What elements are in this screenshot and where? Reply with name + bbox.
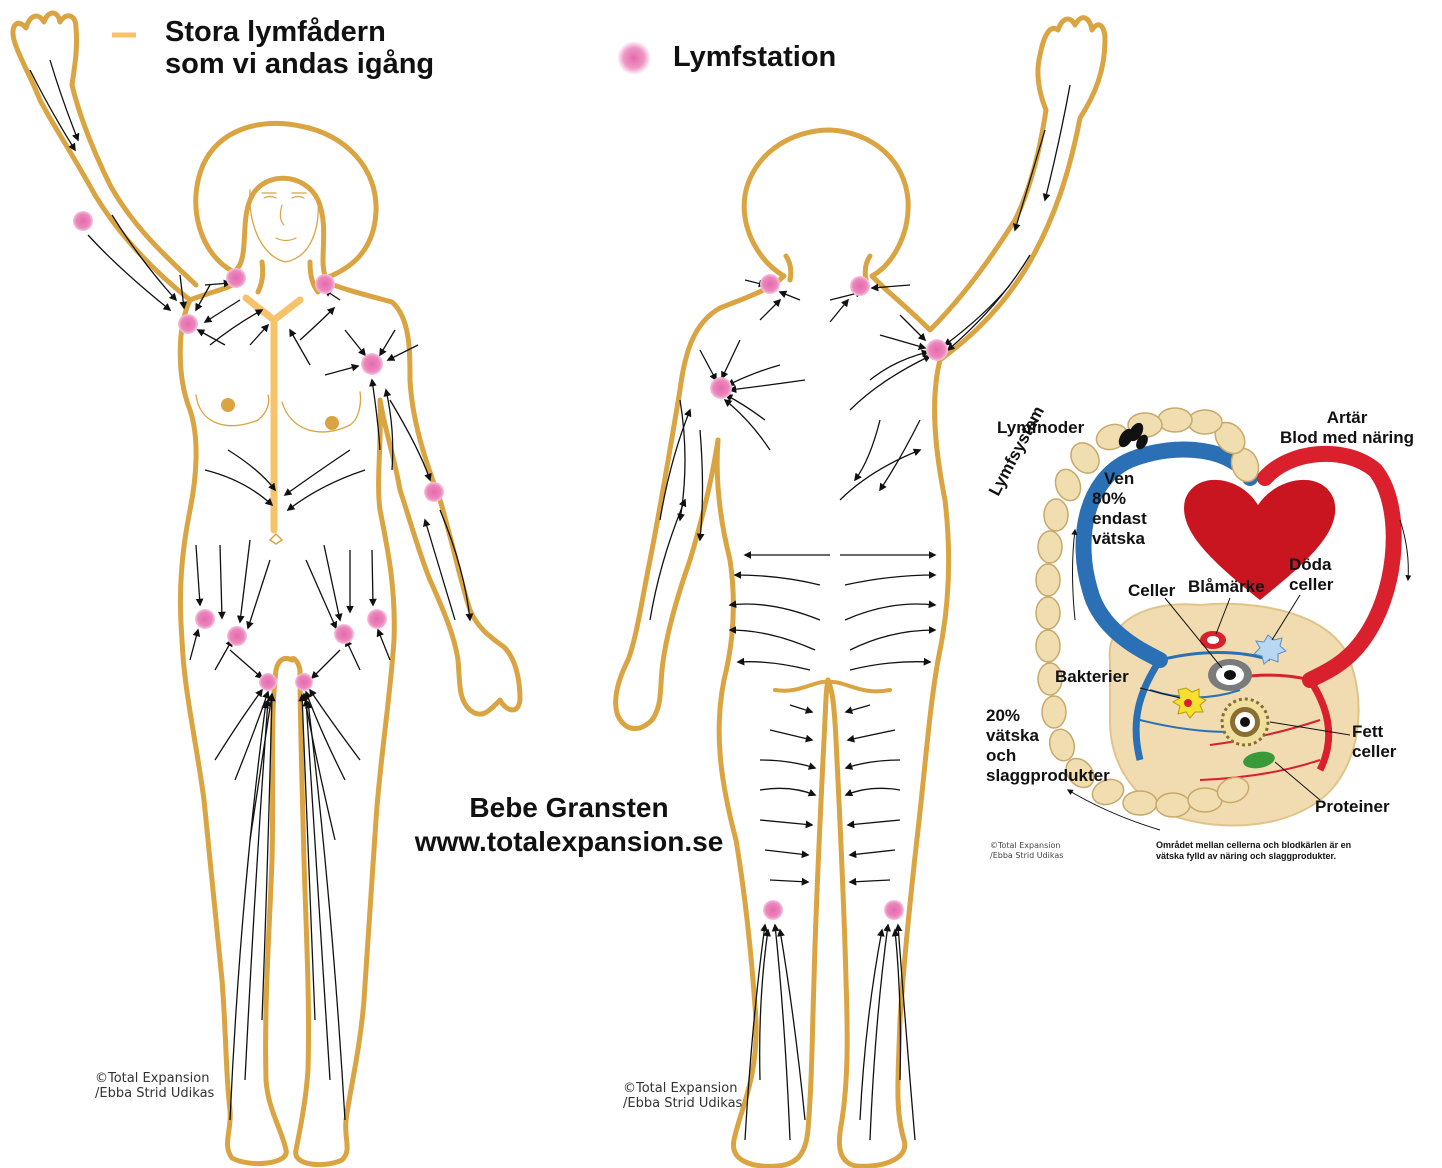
inset-caption-line1: Området mellan cellerna och blodkärlen ä… <box>1156 840 1351 851</box>
label-20pct-line4: slaggprodukter <box>986 766 1110 786</box>
credit-back: ©Total Expansion /Ebba Strid Udikas <box>623 1081 742 1111</box>
front-lymph-stations <box>73 211 444 691</box>
inset-caption: Området mellan cellerna och blodkärlen ä… <box>1156 840 1351 862</box>
label-20pct-line2: vätska <box>986 726 1110 746</box>
credit-inset: ©Total Expansion /Ebba Strid Udikas <box>990 841 1063 861</box>
label-celler: Celler <box>1128 581 1175 601</box>
credit-inset-line2: /Ebba Strid Udikas <box>990 851 1063 861</box>
credit-front-line2: /Ebba Strid Udikas <box>95 1086 214 1101</box>
front-flow-arrows <box>30 60 470 1120</box>
inset-caption-line2: vätska fylld av näring och slaggprodukte… <box>1156 851 1351 862</box>
credit-back-line1: ©Total Expansion <box>623 1081 742 1096</box>
label-20pct-line1: 20% <box>986 706 1110 726</box>
label-fett-line1: Fett <box>1352 722 1396 742</box>
label-20pct: 20% vätska och slaggprodukter <box>986 706 1110 786</box>
label-fett-line2: celler <box>1352 742 1396 762</box>
back-flow-arrows <box>650 85 1070 1140</box>
author-block: Bebe Gransten www.totalexpansion.se <box>388 791 750 859</box>
label-doda-line2: celler <box>1289 575 1333 595</box>
legend-station-label: Lymfstation <box>673 41 836 73</box>
author-name: Bebe Gransten <box>388 791 750 825</box>
label-artar: Artär Blod med näring <box>1272 408 1422 448</box>
legend-vessel-label: Stora lymfådern som vi andas igång <box>165 16 434 80</box>
label-doda-line1: Döda <box>1289 555 1333 575</box>
label-bakterier: Bakterier <box>1055 667 1129 687</box>
legend-vessel-label-line2: som vi andas igång <box>165 48 434 80</box>
credit-front: ©Total Expansion /Ebba Strid Udikas <box>95 1071 214 1101</box>
label-ven-line3: endast <box>1092 509 1147 529</box>
label-ven-line4: vätska <box>1092 529 1147 549</box>
credit-inset-line1: ©Total Expansion <box>990 841 1063 851</box>
label-artar-line1: Artär <box>1272 408 1422 428</box>
label-ven: Ven 80% endast vätska <box>1092 469 1147 549</box>
label-ven-line1: Ven <box>1092 469 1147 489</box>
label-ven-line2: 80% <box>1092 489 1147 509</box>
front-body <box>13 13 520 1165</box>
label-proteiner: Proteiner <box>1315 797 1390 817</box>
back-body <box>616 18 1105 1167</box>
author-website: www.totalexpansion.se <box>388 825 750 859</box>
label-blamarke: Blåmärke <box>1188 577 1265 597</box>
label-fett-celler: Fett celler <box>1352 722 1396 762</box>
credit-front-line1: ©Total Expansion <box>95 1071 214 1086</box>
label-20pct-line3: och <box>986 746 1110 766</box>
credit-back-line2: /Ebba Strid Udikas <box>623 1096 742 1111</box>
legend-vessel-label-line1: Stora lymfådern <box>165 16 434 48</box>
legend-station-swatch <box>617 41 651 75</box>
label-artar-line2: Blod med näring <box>1272 428 1422 448</box>
label-doda-celler: Döda celler <box>1289 555 1333 595</box>
